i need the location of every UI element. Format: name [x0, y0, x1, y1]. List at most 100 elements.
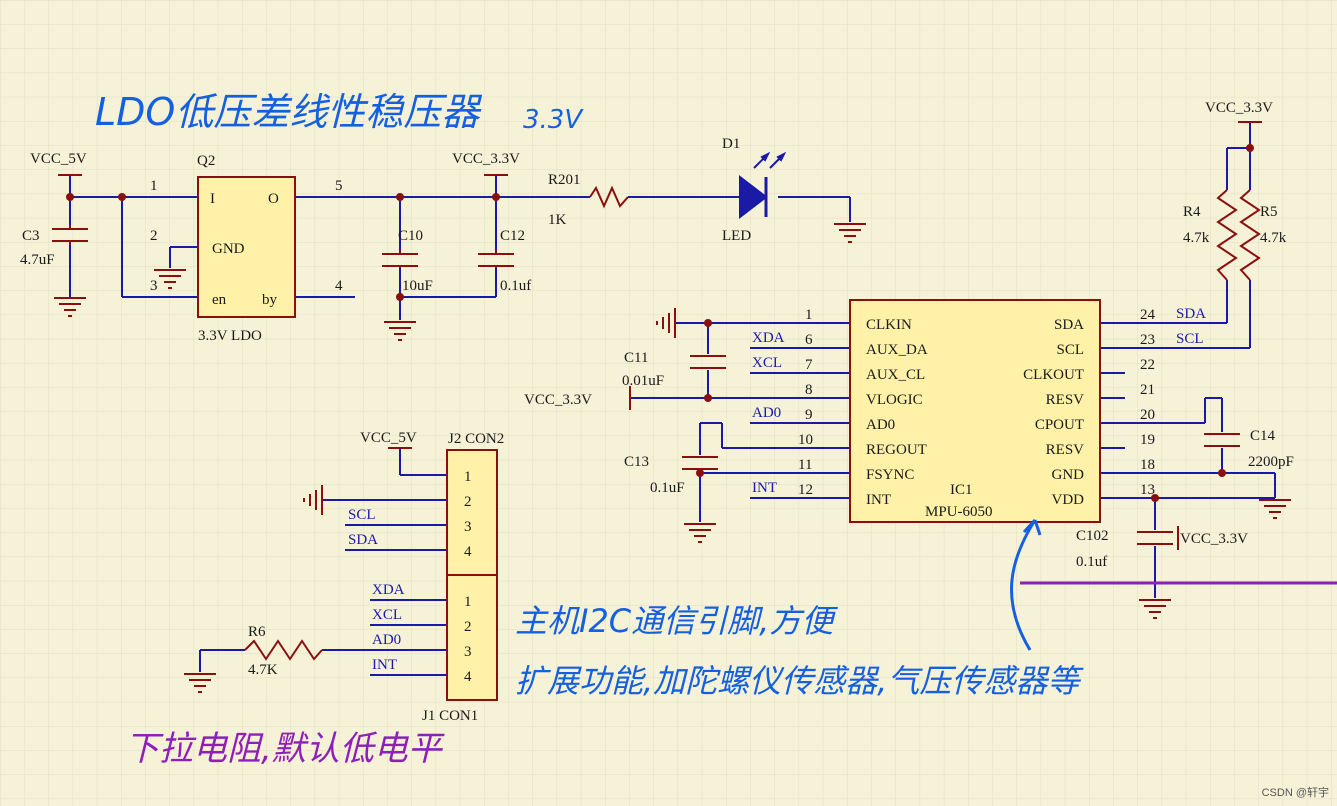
- resistor-r4: [1216, 189, 1238, 281]
- capacitor-c14: [1204, 433, 1240, 447]
- ref-r6: R6: [248, 624, 266, 640]
- j1-pin: 4: [464, 669, 472, 685]
- j2-pin: 2: [464, 494, 472, 510]
- ref-c10: C10: [398, 228, 423, 244]
- ic1-pin-number: 1: [805, 307, 813, 323]
- q2-pin-num: 1: [150, 178, 158, 194]
- ref-c3: C3: [22, 228, 40, 244]
- value-c10: 10uF: [402, 278, 433, 294]
- net-label-ad0: AD0: [372, 632, 401, 648]
- ref-ic1: IC1: [950, 482, 973, 498]
- ic1-pin-number: 18: [1140, 457, 1155, 473]
- value-r201: 1K: [548, 212, 567, 228]
- q2-pin-num: 2: [150, 228, 158, 244]
- net-label-sda: SDA: [1176, 306, 1206, 322]
- ic1-pin-name: INT: [866, 492, 891, 508]
- capacitor-c11: [690, 355, 726, 369]
- ic1-pin-number: 20: [1140, 407, 1155, 423]
- q2-pin-num: 4: [335, 278, 343, 294]
- value-ic1: MPU-6050: [925, 504, 993, 520]
- annotation-arrow: [1010, 519, 1037, 651]
- ref-r4: R4: [1183, 204, 1201, 220]
- ic1-pin-name: VDD: [1052, 492, 1085, 508]
- net-label-xda: XDA: [752, 330, 785, 346]
- j2-pin: 3: [464, 519, 472, 535]
- net-label-xcl: XCL: [372, 607, 402, 623]
- capacitor-c10: [382, 250, 418, 268]
- annotation-3v3: 3.3V: [523, 105, 584, 135]
- connector-j2: [446, 449, 498, 576]
- ic1-pin-number: 24: [1140, 307, 1156, 323]
- value-r5: 4.7k: [1260, 230, 1287, 246]
- j1-pin: 1: [464, 594, 472, 610]
- junctions: [66, 144, 1254, 502]
- label-j2: J2 CON2: [448, 431, 504, 447]
- vcc33-power-symbol: [484, 121, 1262, 550]
- value-r6: 4.7K: [248, 662, 278, 678]
- value-c3: 4.7uF: [20, 252, 55, 268]
- net-label-int: INT: [372, 657, 397, 673]
- annotation-i2c-note: 主机I2C通信引脚,方便: [515, 602, 838, 640]
- ic1-pin-number: 10: [798, 432, 813, 448]
- ic1-pin-number: 13: [1140, 482, 1155, 498]
- watermark: CSDN @轩宇: [1261, 787, 1329, 799]
- ic1-pin-name: RESV: [1046, 392, 1085, 408]
- net-label-xda: XDA: [372, 582, 405, 598]
- ic1-pin-number: 11: [798, 457, 812, 473]
- j1-pin: 2: [464, 619, 472, 635]
- value-q2: 3.3V LDO: [198, 328, 262, 344]
- value-c13: 0.1uF: [650, 480, 685, 496]
- mpu6050-ic1-body: [849, 299, 1101, 523]
- resistor-r201: [589, 185, 629, 209]
- net-label-vcc33: VCC_3.3V: [1205, 100, 1273, 116]
- q2-pin-num: 5: [335, 178, 343, 194]
- net-label-xcl: XCL: [752, 355, 782, 371]
- j2-pin: 4: [464, 544, 472, 560]
- value-c102: 0.1uf: [1076, 554, 1107, 570]
- vcc5-power-symbol: [58, 174, 412, 449]
- q2-pin-gnd: GND: [212, 241, 245, 257]
- ic1-pin-number: 6: [805, 332, 813, 348]
- ref-d1: D1: [722, 136, 740, 152]
- ic1-pin-name: GND: [1052, 467, 1085, 483]
- ref-c13: C13: [624, 454, 649, 470]
- ic1-pin-name: SDA: [1054, 317, 1084, 333]
- net-label-vcc5: VCC_5V: [360, 430, 417, 446]
- ic1-pin-number: 21: [1140, 382, 1155, 398]
- ldo-q2-body: [197, 176, 296, 318]
- ic1-pin-name: AD0: [866, 417, 895, 433]
- net-label-sda: SDA: [348, 532, 378, 548]
- ic1-pin-number: 8: [805, 382, 813, 398]
- j2-pin: 1: [464, 469, 472, 485]
- ic1-pin-name: RESV: [1046, 442, 1085, 458]
- ic1-pin-name: FSYNC: [866, 467, 914, 483]
- annotation-ldo-title: LDO低压差线性稳压器: [95, 90, 482, 134]
- wires: [69, 122, 1276, 676]
- ref-r201: R201: [548, 172, 581, 188]
- ref-c12: C12: [500, 228, 525, 244]
- q2-pin-num: 3: [150, 278, 158, 294]
- capacitor-c13: [682, 456, 718, 470]
- ic1-pin-number: 7: [805, 357, 813, 373]
- q2-pin-by: by: [262, 292, 278, 308]
- label-j1: J1 CON1: [422, 708, 478, 724]
- j1-pin: 3: [464, 644, 472, 660]
- value-c12: 0.1uf: [500, 278, 531, 294]
- ref-r5: R5: [1260, 204, 1278, 220]
- capacitor-c3: [52, 225, 88, 245]
- net-label-scl: SCL: [1176, 331, 1204, 347]
- ref-c14: C14: [1250, 428, 1276, 444]
- ref-c102: C102: [1076, 528, 1109, 544]
- resistor-r5: [1239, 189, 1261, 281]
- net-label-vcc33: VCC_3.3V: [1180, 531, 1248, 547]
- ic1-pin-name: CLKIN: [866, 317, 912, 333]
- led-d1: [739, 151, 787, 220]
- connector-j1: [446, 574, 498, 701]
- q2-pin-i: I: [210, 191, 215, 207]
- ic1-pin-number: 22: [1140, 357, 1155, 373]
- ic1-pin-number: 19: [1140, 432, 1155, 448]
- value-c11: 0.01uF: [622, 373, 664, 389]
- net-label-ad0: AD0: [752, 405, 781, 421]
